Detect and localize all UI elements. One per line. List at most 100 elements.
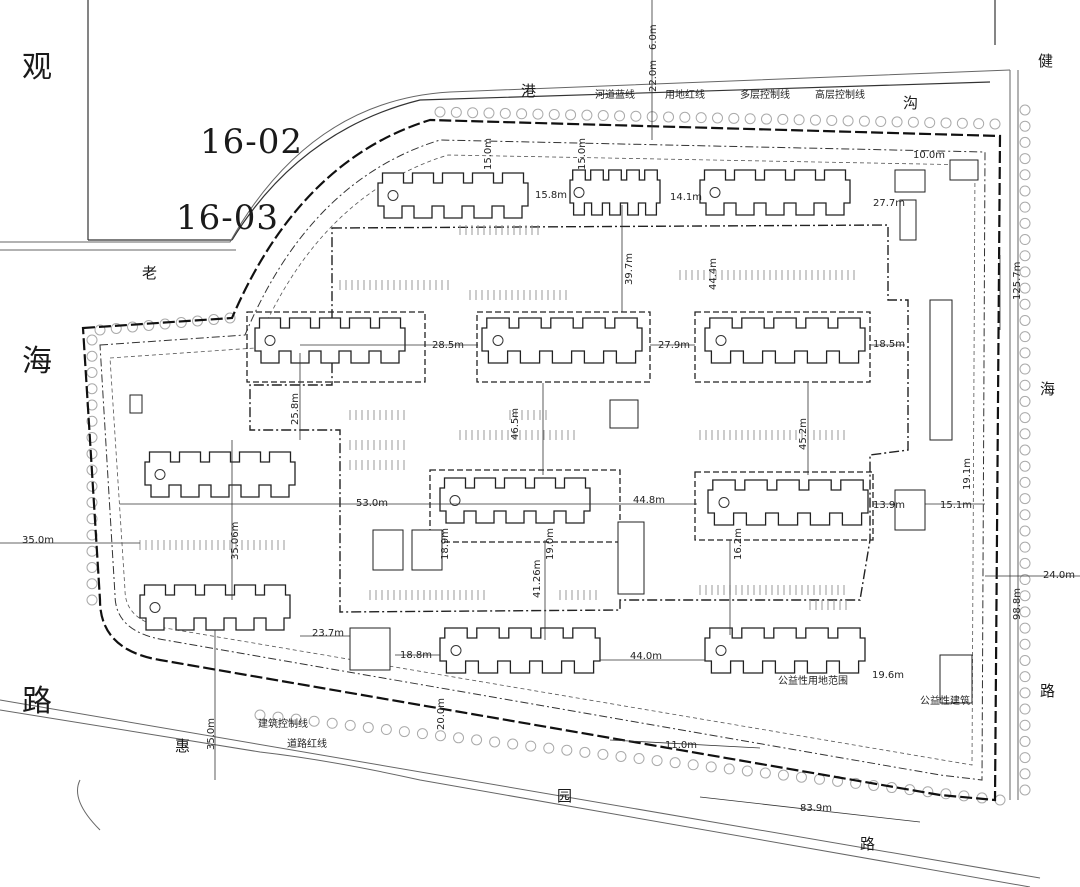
ancillary-structures	[129, 159, 979, 704]
parking-row	[459, 430, 575, 440]
site-boundary-line	[81, 118, 1002, 802]
road-label-guanhai-3: 路	[22, 684, 52, 719]
tree-symbol	[581, 109, 593, 121]
tree-symbol	[1019, 638, 1031, 650]
tree-symbol	[86, 497, 98, 508]
tree-symbol	[1019, 428, 1031, 440]
note-high-control: 高层控制线	[815, 90, 865, 101]
tree-symbol	[1019, 250, 1031, 262]
tree-symbol	[86, 350, 98, 362]
tree-symbol	[850, 777, 862, 789]
tree-symbol	[86, 594, 98, 606]
road-edges	[0, 69, 1041, 887]
tree-symbol	[760, 113, 772, 125]
parking-row	[369, 590, 485, 600]
tree-symbol	[1019, 298, 1031, 310]
dimension-lines	[0, 0, 1080, 823]
tree-symbol	[1019, 752, 1031, 764]
tree-symbol	[532, 108, 544, 120]
building-outline	[699, 169, 851, 216]
tree-symbol	[489, 736, 501, 748]
tree-symbol	[907, 116, 919, 128]
tree-symbol	[826, 114, 838, 126]
building-outline	[707, 479, 869, 526]
road-label-yuan: 园	[557, 787, 573, 805]
building-outline	[144, 451, 296, 498]
tree-symbol	[1019, 768, 1031, 780]
parking-row	[559, 590, 597, 600]
building-number-circle	[573, 187, 585, 198]
building-outline	[254, 317, 406, 364]
tree-symbol	[1019, 234, 1031, 246]
tree-symbol	[842, 115, 854, 127]
tree-symbol	[272, 711, 284, 723]
tree-symbol	[548, 108, 560, 120]
tree-symbol	[597, 748, 609, 760]
tree-symbol	[712, 112, 723, 124]
tree-symbol	[1019, 525, 1031, 537]
road-label-lu-bottom: 路	[860, 835, 876, 853]
tree-symbol	[1019, 541, 1031, 553]
dim-15-0a: 15.0m	[483, 137, 494, 170]
dim-22-0: 22.0m	[648, 59, 659, 92]
tree-symbol	[362, 721, 374, 733]
dim-18-5: 18.5m	[873, 339, 906, 350]
tree-symbol	[940, 788, 952, 800]
tree-symbol	[1019, 331, 1031, 343]
tree-symbol	[344, 719, 356, 731]
dim-10-0: 10.0m	[913, 150, 946, 161]
tree-symbol	[695, 112, 707, 124]
tree-symbol	[86, 367, 98, 378]
road-label-lu-right: 路	[1040, 682, 1056, 700]
tree-symbol	[453, 732, 465, 744]
dim-45-2: 45.2m	[798, 417, 809, 450]
residential-building	[707, 479, 869, 526]
building-number-circle	[450, 645, 462, 656]
parking-row	[349, 460, 405, 470]
tree-symbol	[741, 765, 753, 777]
tree-symbol	[398, 726, 410, 738]
tree-symbol	[1019, 136, 1031, 148]
tree-symbol	[507, 738, 519, 750]
tree-symbol	[614, 110, 626, 122]
dim-18-8: 18.8m	[400, 650, 433, 661]
tree-symbol	[450, 106, 462, 118]
dim-41-26: 41.26m	[532, 559, 543, 598]
tree-symbol	[380, 724, 392, 736]
dim-14-1: 14.1m	[670, 192, 703, 203]
tree-symbol	[86, 432, 98, 443]
parking-row	[139, 540, 285, 550]
tree-symbol	[875, 116, 887, 128]
dim-98-8: 98.8m	[1012, 587, 1023, 620]
residential-building	[569, 169, 661, 216]
tree-symbol	[1019, 395, 1031, 407]
parking-row	[339, 280, 449, 290]
tree-symbol	[86, 334, 98, 346]
residential-building	[704, 317, 866, 364]
parking-rows	[139, 225, 855, 610]
tree-symbol	[1019, 509, 1031, 521]
tree-symbol	[940, 117, 952, 129]
tree-symbol	[777, 113, 789, 125]
residential-building	[144, 451, 296, 498]
dim-11-0: 11.0m	[665, 740, 698, 751]
building-outline	[481, 317, 643, 364]
building-number-circle	[715, 645, 727, 656]
parking-row	[349, 410, 405, 420]
tree-symbol	[958, 790, 970, 802]
dim-20-0: 20.0m	[436, 697, 447, 730]
tree-symbol	[886, 782, 898, 794]
dim-44-0: 44.0m	[630, 651, 663, 662]
building-number-circle	[264, 335, 276, 346]
dim-25-8: 25.8m	[290, 392, 301, 425]
tree-symbol	[728, 112, 740, 124]
tree-symbol	[1019, 314, 1031, 326]
tree-symbol	[809, 114, 821, 126]
tree-symbol	[1019, 104, 1031, 116]
note-red-line: 用地红线	[665, 90, 705, 101]
tree-symbol	[434, 106, 446, 118]
tree-symbol	[597, 110, 609, 122]
tree-symbol	[630, 110, 642, 122]
dim-15-1: 15.1m	[940, 500, 973, 511]
dim-44-4: 44.4m	[708, 257, 719, 290]
